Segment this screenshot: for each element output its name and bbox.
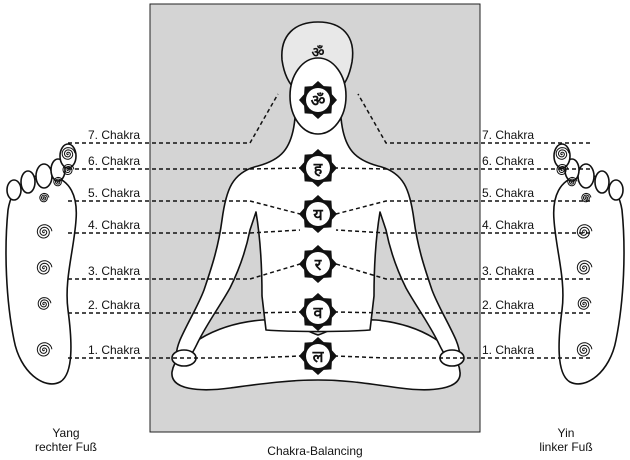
left-chakra-label-1: 1. Chakra — [88, 343, 141, 357]
left-foot-spiral-1 — [556, 163, 569, 176]
right-foot-yang — [5, 143, 78, 385]
chakra-symbols: ॐ ॐ ह य र व ल — [299, 44, 337, 375]
chakra-glyph-1: ॐ — [311, 91, 326, 110]
right-chakra-label-4: 4. Chakra — [482, 218, 535, 232]
left-chakra-label-5: 5. Chakra — [88, 186, 141, 200]
right-foot-spiral-0 — [61, 147, 76, 160]
connector-right-7 — [357, 93, 590, 144]
right-foot-spiral-2 — [53, 176, 64, 187]
chakra-symbol-5: व — [299, 293, 337, 331]
left-chakra-label-2: 2. Chakra — [88, 298, 141, 312]
right-foot-spiral-4 — [36, 224, 53, 239]
left-foot-spiral-6 — [577, 297, 592, 310]
left-foot-spiral-3 — [581, 192, 592, 203]
right-chakra-label-7: 7. Chakra — [482, 128, 535, 142]
chakra-symbol-1: ॐ — [299, 81, 337, 119]
connector-right-4 — [335, 229, 590, 234]
right-foot-label: rechter Fuß — [34, 440, 97, 454]
chakra-symbol-4: र — [299, 245, 337, 283]
chakra-glyph-4: र — [314, 255, 323, 274]
connector-left-2 — [68, 311, 301, 314]
connector-left-4 — [68, 229, 301, 234]
chakra-symbol-0: ॐ — [312, 44, 325, 61]
right-foot-spiral-7 — [36, 342, 53, 357]
chakra-glyph-5: व — [313, 303, 324, 322]
chakra-glyph-2: ह — [313, 159, 324, 178]
left-foot-spiral-5 — [576, 260, 593, 275]
left-foot-spiral-4 — [576, 224, 593, 239]
chakra-glyph-3: य — [312, 205, 323, 224]
left-foot-spiral-7 — [576, 342, 593, 357]
connector-right-1 — [335, 355, 590, 359]
chakra-symbol-3: य — [299, 195, 337, 233]
chakra-symbol-2: ह — [299, 149, 337, 187]
connector-left-3 — [68, 263, 301, 280]
reflex-spirals — [36, 147, 593, 357]
right-foot-spiral-3 — [39, 192, 50, 203]
connector-left-7 — [68, 93, 279, 144]
connector-right-2 — [335, 311, 590, 314]
right-chakra-label-1: 1. Chakra — [482, 343, 535, 357]
right-chakra-label-6: 6. Chakra — [482, 154, 535, 168]
right-foot-spiral-6 — [37, 297, 52, 310]
left-foot-spiral-0 — [555, 147, 570, 160]
right-chakra-label-5: 5. Chakra — [482, 186, 535, 200]
meditating-figure — [171, 21, 465, 391]
chakra-glyph-6: ल — [312, 347, 325, 366]
yin-caption: Yin linker Fuß — [506, 426, 626, 454]
connector-right-5 — [335, 200, 590, 215]
right-chakra-label-2: 2. Chakra — [482, 298, 535, 312]
yang-label: Yang — [52, 426, 80, 440]
left-chakra-label-7: 7. Chakra — [88, 128, 141, 142]
right-foot-spiral-5 — [36, 260, 53, 275]
connector-left-5 — [68, 200, 301, 215]
connector-right-3 — [335, 263, 590, 280]
chakra-connector-lines — [68, 93, 590, 359]
connector-right-6 — [335, 167, 590, 170]
connector-left-1 — [68, 355, 301, 359]
left-foot-label: linker Fuß — [539, 440, 593, 454]
chakra-symbol-6: ल — [299, 337, 337, 375]
left-chakra-label-4: 4. Chakra — [88, 218, 141, 232]
center-caption: Chakra-Balancing — [267, 444, 363, 458]
right-chakra-label-3: 3. Chakra — [482, 264, 535, 278]
left-chakra-label-3: 3. Chakra — [88, 264, 141, 278]
connector-left-6 — [68, 167, 301, 170]
right-foot-spiral-1 — [62, 163, 75, 176]
torso — [175, 117, 461, 361]
left-foot-spiral-2 — [567, 176, 578, 187]
left-chakra-label-6: 6. Chakra — [88, 154, 141, 168]
yin-label: Yin — [557, 426, 575, 440]
chakra-glyph-0: ॐ — [312, 44, 325, 61]
yang-caption: Yang rechter Fuß — [6, 426, 126, 454]
